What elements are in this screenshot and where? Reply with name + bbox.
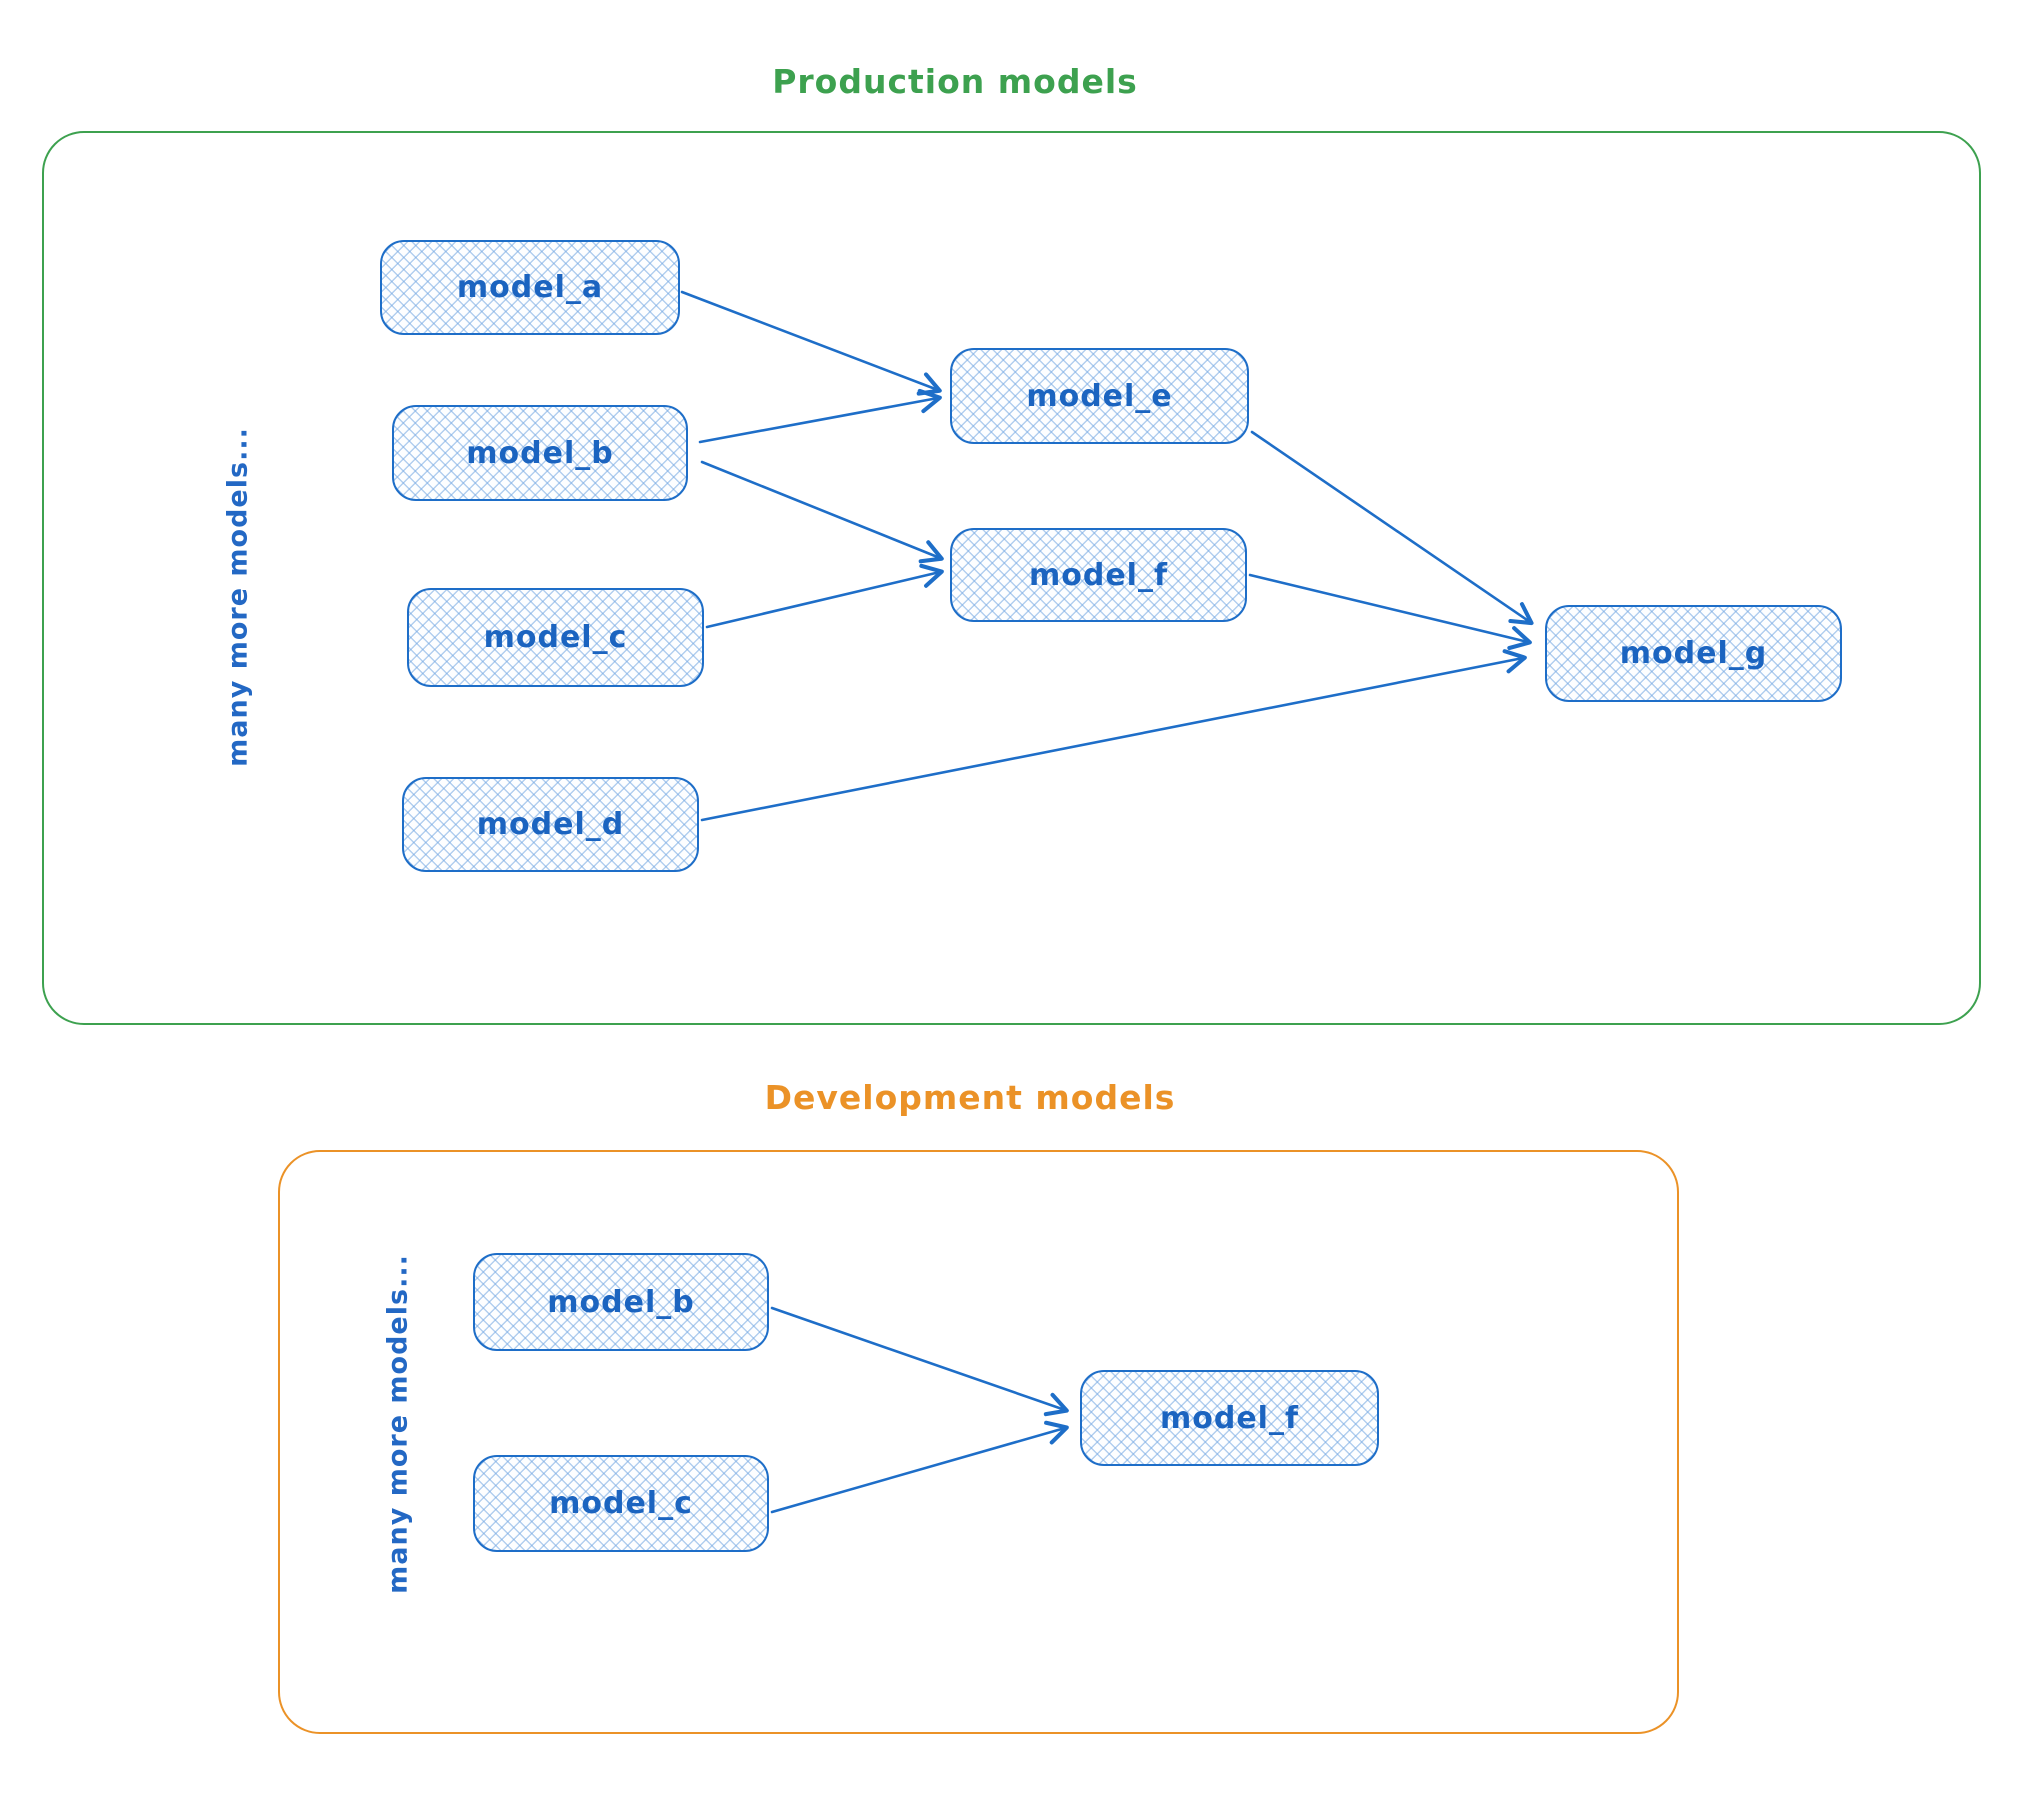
node-dev_model_b: model_b	[473, 1253, 769, 1351]
node-model_g-label: model_g	[1619, 636, 1768, 671]
node-model_c: model_c	[407, 588, 704, 687]
node-model_f: model_f	[950, 528, 1247, 622]
development-section-title: Development models	[764, 1078, 1176, 1117]
node-dev_model_c: model_c	[473, 1455, 769, 1552]
production-section-frame	[42, 131, 1981, 1025]
node-dev_model_b-label: model_b	[547, 1284, 695, 1320]
node-model_f-label: model_f	[1028, 557, 1169, 593]
node-dev_model_f: model_f	[1080, 1370, 1379, 1466]
node-dev_model_c-label: model_c	[549, 1486, 693, 1521]
node-dev_model_f-label: model_f	[1159, 1400, 1300, 1436]
node-model_e: model_e	[950, 348, 1249, 444]
development-side-label: many more models...	[382, 1254, 414, 1594]
node-model_d-label: model_d	[476, 807, 625, 842]
node-model_e-label: model_e	[1026, 378, 1173, 414]
production-side-label: many more models...	[222, 427, 254, 767]
node-model_b-label: model_b	[466, 435, 614, 471]
node-model_a-label: model_a	[456, 270, 604, 305]
node-model_d: model_d	[402, 777, 699, 872]
node-model_b: model_b	[392, 405, 688, 501]
production-section-title: Production models	[772, 62, 1138, 101]
development-section-frame	[278, 1150, 1679, 1734]
node-model_a: model_a	[380, 240, 680, 335]
node-model_g: model_g	[1545, 605, 1842, 702]
node-model_c-label: model_c	[483, 620, 628, 655]
